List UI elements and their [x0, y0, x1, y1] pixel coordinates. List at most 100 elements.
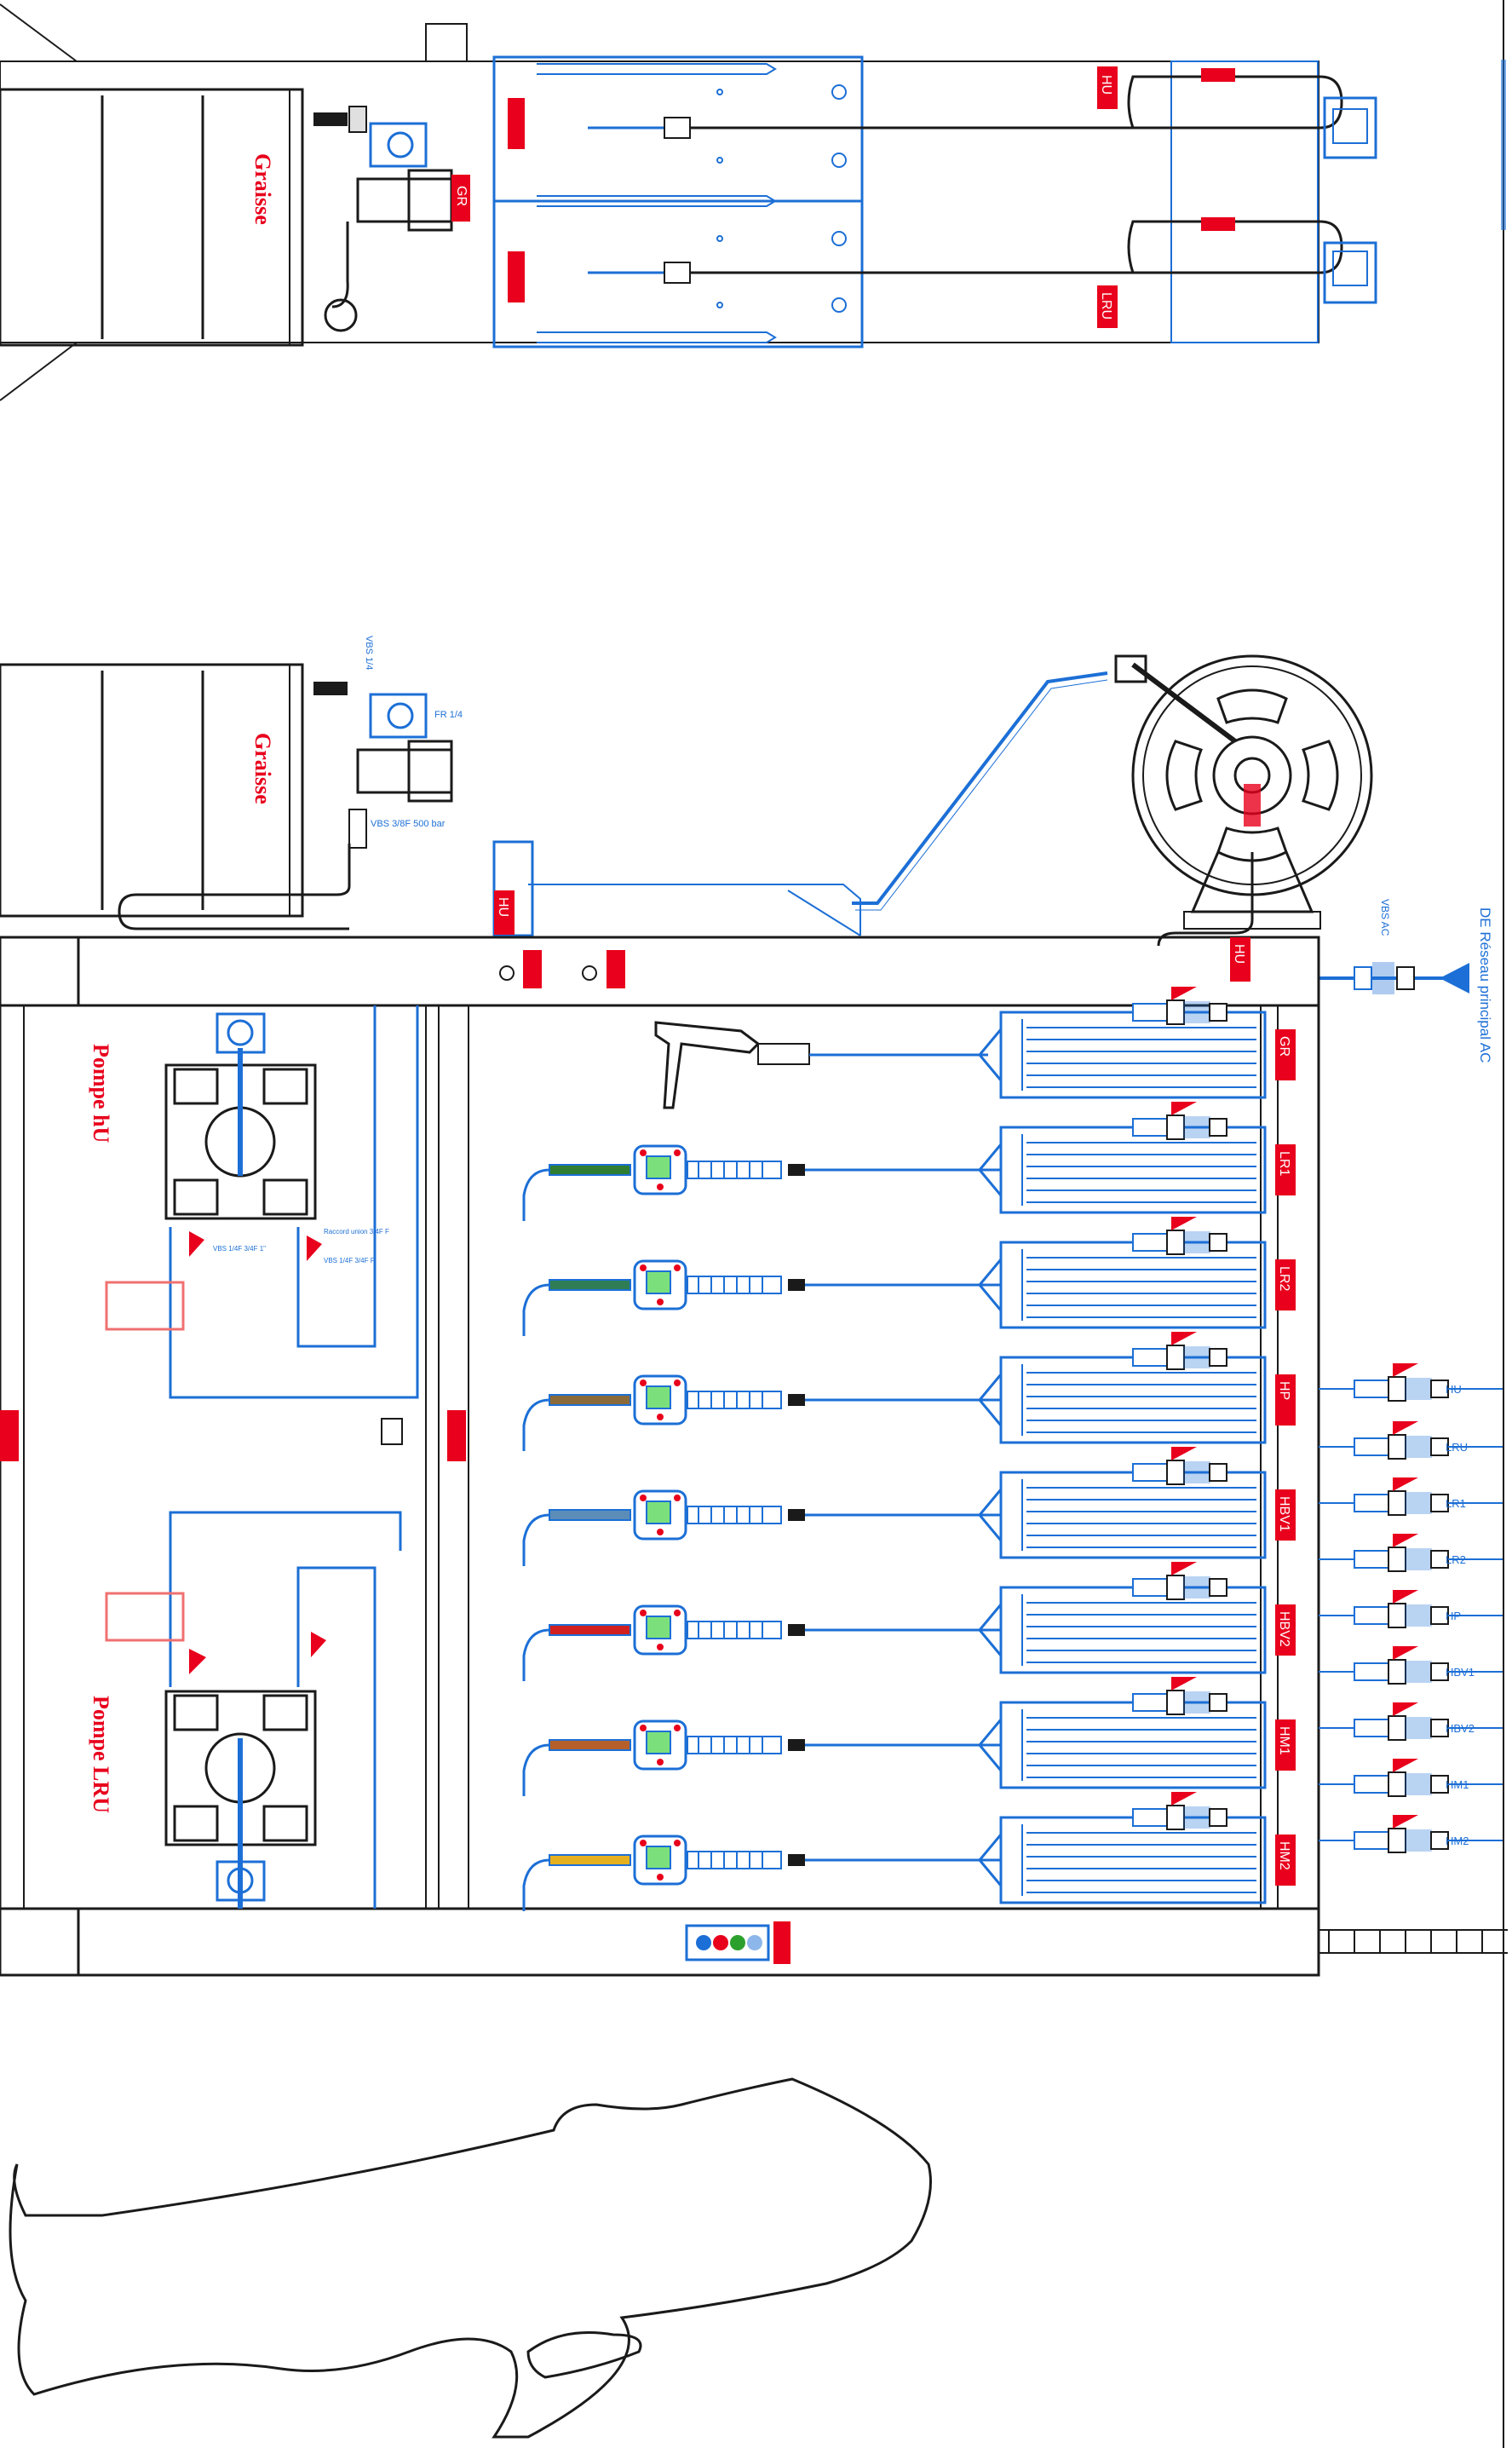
nozzle-spout	[522, 1283, 550, 1336]
nozzle-spout	[522, 1628, 550, 1681]
hu-tank: HU	[492, 671, 1108, 937]
nozzle-grip	[549, 1394, 631, 1406]
de-reseau-label: DE Réseau principal AC	[1477, 907, 1493, 1063]
reel-row: HBV1	[522, 1446, 1296, 1566]
grease-drum-mid: Graisse	[0, 663, 304, 918]
reel-tag: GR	[1277, 1036, 1291, 1057]
nozzle-grip	[549, 1279, 631, 1291]
reel-tag-bg	[1275, 1489, 1296, 1541]
pompe-lru-label: Pompe LRU	[89, 1696, 113, 1813]
line-valve	[1354, 1645, 1449, 1685]
nozzle-spout	[522, 1513, 550, 1566]
pump-assembly-mid: VBS 1/4 FR 1/4 VBS 3/8F 500 bar	[118, 636, 463, 930]
nozzle-grip	[549, 1624, 631, 1636]
reel-tag: HBV2	[1277, 1611, 1291, 1647]
meter-gun	[633, 1604, 1003, 1656]
bac-egouttage-top-1	[508, 98, 525, 149]
line-valve	[1354, 1589, 1449, 1628]
meter-gun	[633, 1259, 1003, 1310]
reel-valve	[1132, 1791, 1227, 1830]
meter-gun	[633, 1719, 1003, 1771]
hose-reel	[978, 1586, 1267, 1674]
drip-tray-top	[492, 55, 1312, 348]
supply-line: HBV1	[1319, 1645, 1503, 1685]
reel-row: HM2	[522, 1791, 1296, 1911]
graisse-label-mid: Graisse	[250, 733, 275, 804]
nozzle-spout	[522, 1398, 550, 1451]
grease-gun	[654, 1021, 988, 1109]
supply-line-label: HM1	[1446, 1778, 1469, 1791]
nozzle-spout	[522, 1743, 550, 1796]
line-valve	[1354, 1758, 1449, 1797]
large-hose-reel	[1114, 654, 1373, 947]
nozzle-grip	[549, 1854, 631, 1866]
nozzle-grip	[549, 1739, 631, 1751]
tag-hu-reel: HU	[1232, 944, 1246, 964]
reel-tag: LR1	[1277, 1151, 1291, 1176]
supply-line: HP	[1319, 1589, 1503, 1628]
reel-tag-bg	[1275, 1604, 1296, 1656]
supply-line-label: HBV1	[1446, 1666, 1475, 1679]
nozzle-grip	[549, 1509, 631, 1521]
reel-valve	[1132, 1101, 1227, 1140]
supply-line-label: HP	[1446, 1610, 1461, 1622]
hose-reel	[978, 1356, 1267, 1444]
line-valve	[1354, 1814, 1449, 1853]
reel-tag-bg	[1275, 1144, 1296, 1195]
grease-drum-top: Graisse	[0, 88, 304, 347]
reel-tag-bg	[1275, 1719, 1296, 1771]
reel-valve	[1132, 986, 1227, 1025]
middle-section: Graisse VBS 1/4 FR 1/4 VBS 3/8F 500 bar …	[0, 636, 1493, 1063]
pump-assembly-top: GR	[313, 106, 470, 332]
meter-gun	[633, 1489, 1003, 1541]
vbs-14-label: VBS 1/4	[364, 636, 374, 670]
reel-tag-bg	[1275, 1259, 1296, 1310]
nozzle-spout	[522, 1858, 550, 1911]
human-silhouette	[9, 2077, 932, 2439]
reel-tag: LR2	[1277, 1266, 1291, 1291]
reel-row: GR	[978, 986, 1296, 1099]
line-valve	[1354, 1362, 1449, 1402]
reel-row: HBV2	[522, 1561, 1296, 1681]
reel-tag-bg	[1275, 1029, 1296, 1080]
hose-reel	[978, 1471, 1267, 1559]
vbs-small-label-3: VBS 1/4F 3/4F F	[324, 1257, 375, 1264]
vbs-small-label-1: VBS 1/4F 3/4F 1"	[213, 1245, 266, 1253]
line-valve	[1354, 1420, 1449, 1460]
supply-line: HU	[1319, 1362, 1503, 1402]
tag-hu-top: HU	[1099, 75, 1113, 95]
reel-tag: HM1	[1277, 1726, 1291, 1755]
reel-valve	[1132, 1216, 1227, 1255]
floor-feet	[1319, 1929, 1508, 1954]
reel-row: HM1	[522, 1676, 1296, 1796]
nozzle-grip	[549, 1164, 631, 1176]
vbs-small-label-2: Raccord union 3/4F F	[324, 1228, 389, 1236]
hose-reel	[978, 1126, 1267, 1214]
hose-reel	[978, 1816, 1267, 1904]
reel-tag: HBV1	[1277, 1496, 1291, 1532]
supply-line-label: LR1	[1446, 1497, 1466, 1510]
line-valve	[1354, 1533, 1449, 1572]
reel-row: HP	[522, 1331, 1296, 1451]
hose-reel	[978, 1241, 1267, 1329]
pump-lru: Pompe LRU	[89, 1511, 402, 1909]
hose-reel	[978, 1701, 1267, 1789]
supply-line: LR1	[1319, 1477, 1503, 1516]
reel-tag-bg	[1275, 1835, 1296, 1886]
supply-line: HM1	[1319, 1758, 1503, 1797]
reel-row: LR2	[522, 1216, 1296, 1336]
line-valve	[1354, 1477, 1449, 1516]
supply-line: HM2	[1319, 1814, 1503, 1853]
supply-line-label: HBV2	[1446, 1722, 1475, 1735]
nozzle-spout	[522, 1168, 550, 1221]
meter-gun	[633, 1144, 1003, 1195]
pompe-hu-label: Pompe hU	[89, 1044, 113, 1143]
tag-gr-top: GR	[454, 186, 469, 206]
main-cabinet: HU Pompe hU VBS 1/4F 3/4F 1" Raccord uni…	[0, 936, 1508, 1977]
vbs-38-label: VBS 3/8F 500 bar	[371, 819, 446, 829]
tag-lru-top: LRU	[1099, 292, 1113, 320]
control-box	[685, 1924, 770, 1961]
meter-gun	[633, 1374, 1003, 1426]
